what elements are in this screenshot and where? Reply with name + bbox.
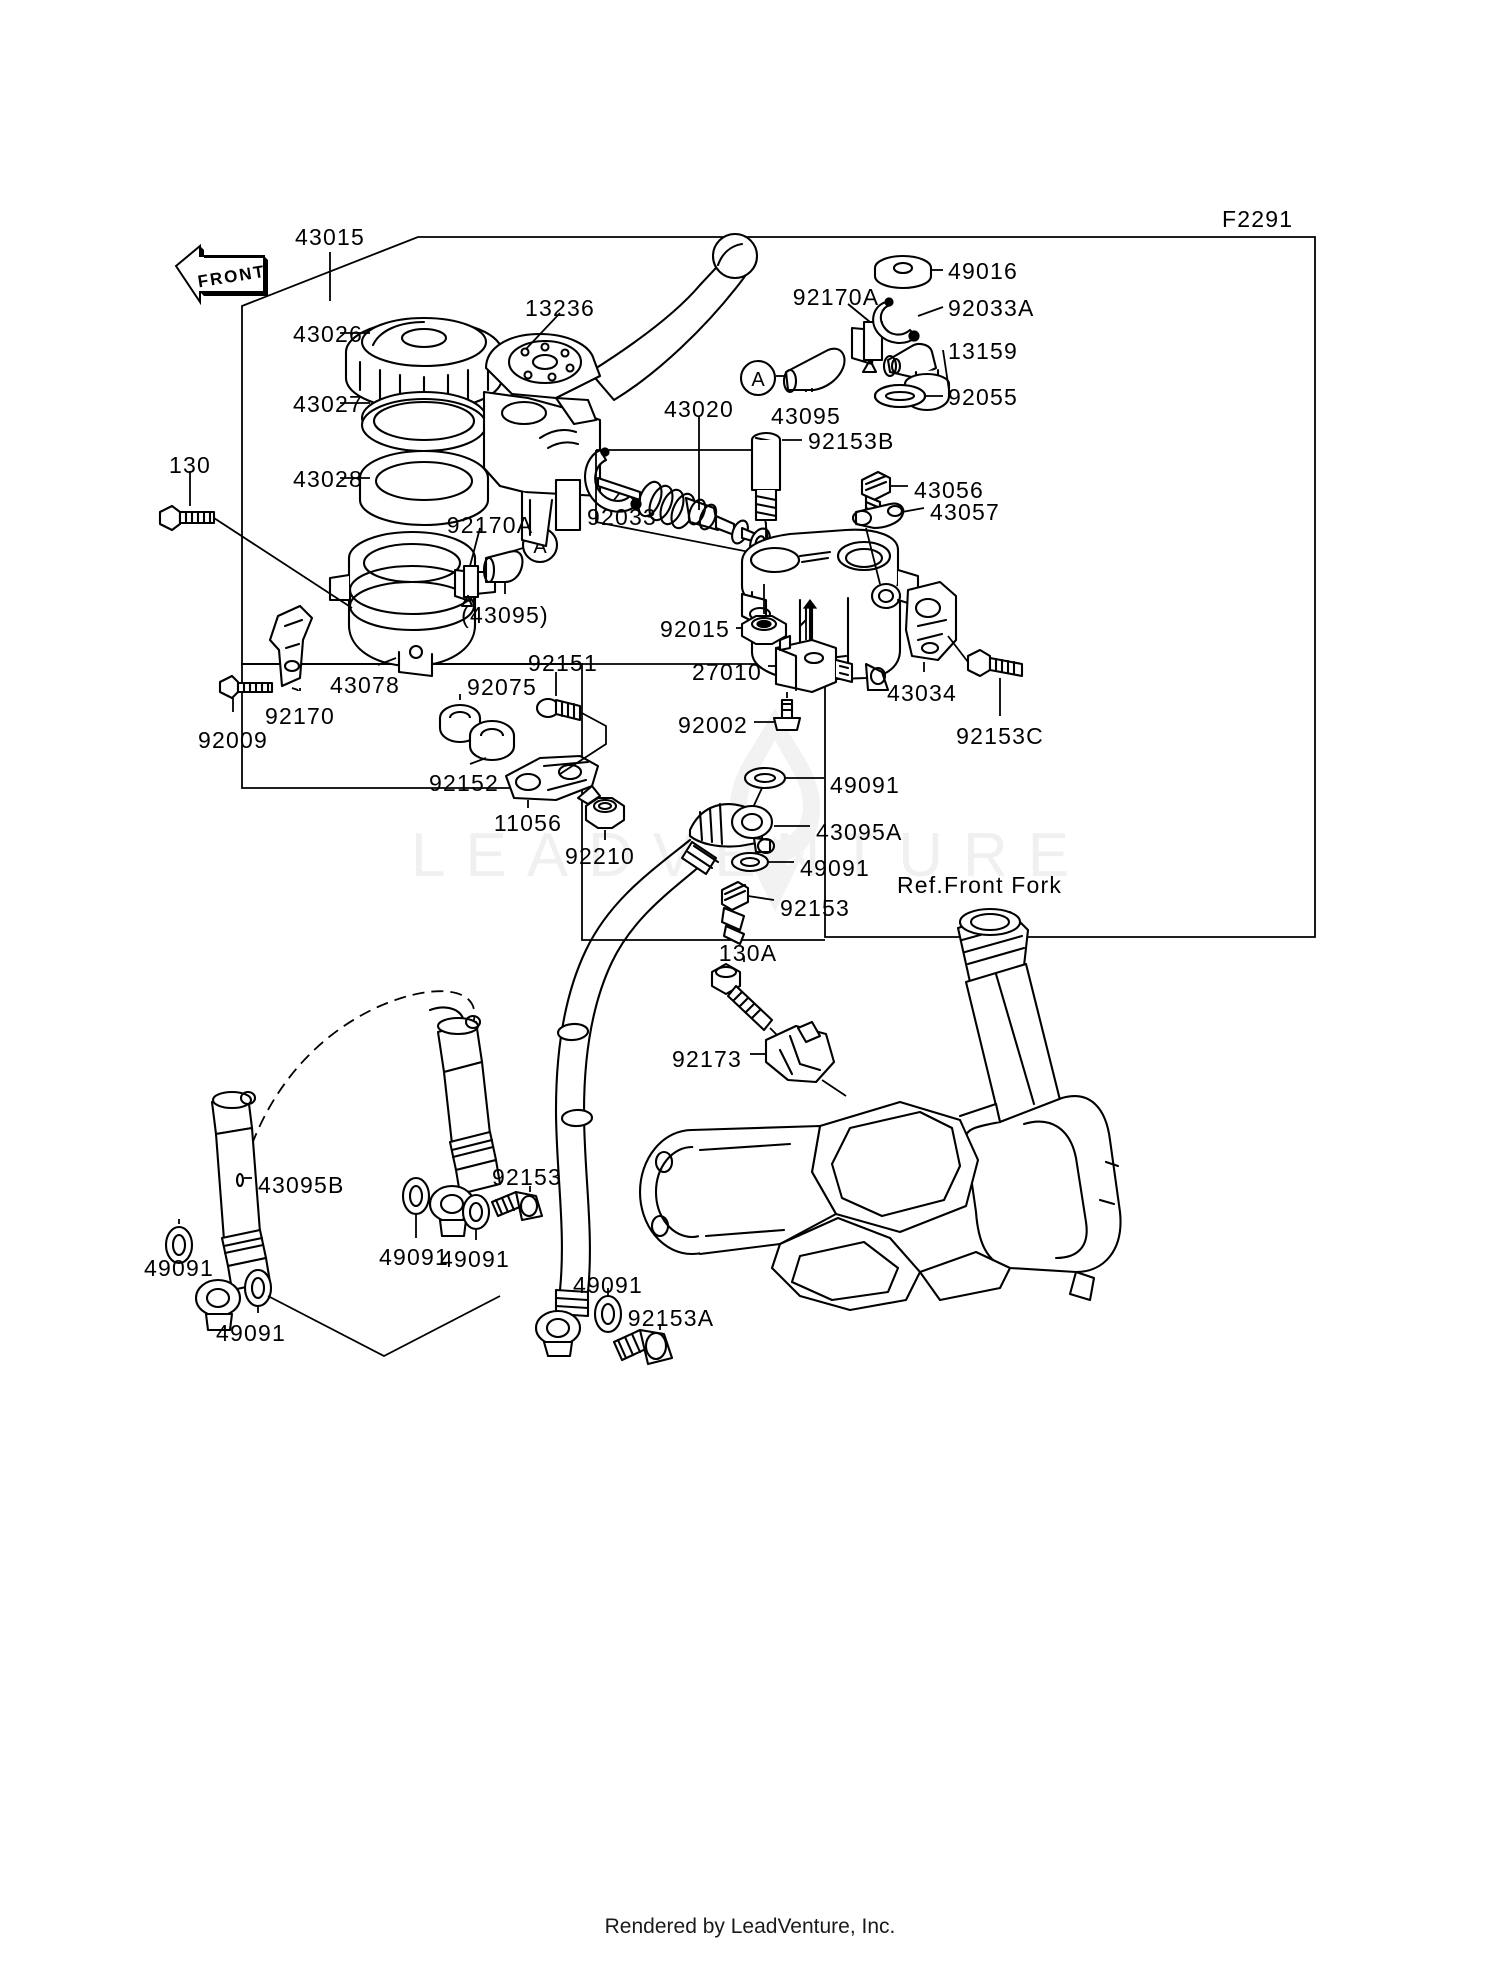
label-92151: 92151	[528, 650, 598, 676]
part-92033A-circlip	[872, 297, 944, 344]
label-92210: 92210	[565, 843, 635, 869]
label-92153-a: 92153	[780, 895, 850, 921]
label-92173: 92173	[672, 1046, 742, 1072]
label-43027: 43027	[293, 391, 363, 417]
label-43078: 43078	[330, 672, 400, 698]
label-92153-b: 92153	[492, 1164, 562, 1190]
label-49091-g: 49091	[573, 1272, 643, 1298]
label-43015: 43015	[295, 224, 365, 250]
front-direction-badge: FRONT	[174, 243, 268, 306]
part-49016-washer	[873, 254, 943, 290]
part-43078-reservoir-body	[328, 530, 497, 678]
label-43095-paren: (43095)	[461, 602, 549, 628]
label-43028: 43028	[293, 466, 363, 492]
part-43027-diaphragm	[340, 390, 488, 453]
label-49016: 49016	[948, 258, 1018, 284]
part-130-bolt	[158, 471, 353, 609]
part-43095-hose-right	[776, 347, 846, 394]
part-27010-switch	[768, 614, 854, 694]
part-43095A-banjo	[688, 802, 810, 855]
label-49091-d: 49091	[440, 1246, 510, 1272]
label-92170: 92170	[265, 703, 335, 729]
callout-a-circle-right	[739, 359, 777, 397]
part-43095B-hose	[194, 990, 476, 1332]
label-130A: 130A	[718, 940, 778, 966]
label-43026: 43026	[293, 321, 363, 347]
footer-credit: Rendered by LeadVenture, Inc.	[604, 1915, 896, 1938]
label-49091-b: 49091	[800, 855, 870, 881]
part-92151-bolt	[535, 672, 607, 775]
part-92153-bolt-mid	[720, 880, 775, 946]
label-27010: 27010	[692, 659, 762, 685]
label-43034: 43034	[887, 680, 957, 706]
svg-text:A: A	[751, 369, 765, 391]
part-43057-clamp	[851, 502, 925, 585]
label-130: 130	[169, 452, 211, 478]
label-92002: 92002	[678, 712, 748, 738]
part-13236-brake-lever	[482, 232, 759, 548]
label-92153A: 92153A	[627, 1305, 715, 1331]
label-ref-front-fork: Ref.Front Fork	[897, 872, 1063, 898]
part-92170A-clamp-left	[453, 527, 481, 608]
part-49091-washer-f	[243, 1268, 501, 1358]
part-43028-seal	[340, 449, 490, 527]
label-92152: 92152	[429, 770, 499, 796]
part-49091-washer-e	[164, 1219, 194, 1265]
part-43034-bracket	[904, 580, 958, 672]
part-92153C-bolt	[947, 635, 1024, 716]
part-92170-bracket	[268, 604, 314, 691]
part-11056-bracket	[504, 754, 602, 808]
label-92170A-right: 92170A	[792, 284, 880, 310]
label-11056: 11056	[493, 810, 563, 836]
part-92210-nut	[584, 796, 626, 840]
part-49091-washer-c	[401, 1176, 431, 1238]
label-92170A-left: 92170A	[446, 512, 534, 538]
sheet-code: F2291	[1222, 206, 1294, 232]
part-92153-bolt-bottom	[490, 1186, 544, 1222]
label-49091-e: 49091	[144, 1255, 214, 1281]
part-92153B-bolt	[750, 431, 802, 556]
part-49091-washer-g	[593, 1288, 623, 1334]
label-92033A: 92033A	[948, 295, 1035, 321]
part-92153A-bolt	[612, 1324, 674, 1366]
label-92033: 92033	[587, 504, 657, 530]
label-92055: 92055	[948, 384, 1018, 410]
part-92055-oring	[873, 383, 943, 409]
label-43056: 43056	[914, 477, 984, 503]
part-92015-nut	[736, 584, 788, 646]
part-92009-screw	[218, 674, 274, 712]
label-13236: 13236	[525, 295, 595, 321]
label-92153B: 92153B	[808, 428, 895, 454]
part-92033-circlip	[583, 447, 642, 513]
label-49091-c: 49091	[379, 1244, 449, 1270]
label-49091-f: 49091	[216, 1320, 286, 1346]
part-92152-washer	[468, 719, 516, 765]
part-49091-washer-d	[461, 1193, 491, 1240]
label-43057: 43057	[930, 499, 1000, 525]
brake-hose-secondary	[428, 1014, 502, 1238]
label-13159: 13159	[948, 338, 1018, 364]
label-92153C: 92153C	[956, 723, 1044, 749]
ref-front-fork-assembly	[638, 907, 1122, 1312]
label-92015: 92015	[660, 616, 730, 642]
brake-hose-main	[534, 838, 720, 1358]
part-92002-screw	[754, 692, 802, 732]
label-49091-a: 49091	[830, 772, 900, 798]
label-43095A: 43095A	[816, 819, 903, 845]
label-43095: 43095	[771, 403, 841, 429]
part-49091-washer-b	[730, 851, 794, 873]
label-92009: 92009	[198, 727, 268, 753]
part-92173-clamp	[750, 1020, 847, 1097]
label-43020: 43020	[664, 396, 734, 422]
label-92075: 92075	[467, 674, 537, 700]
label-43095B: 43095B	[258, 1172, 345, 1198]
